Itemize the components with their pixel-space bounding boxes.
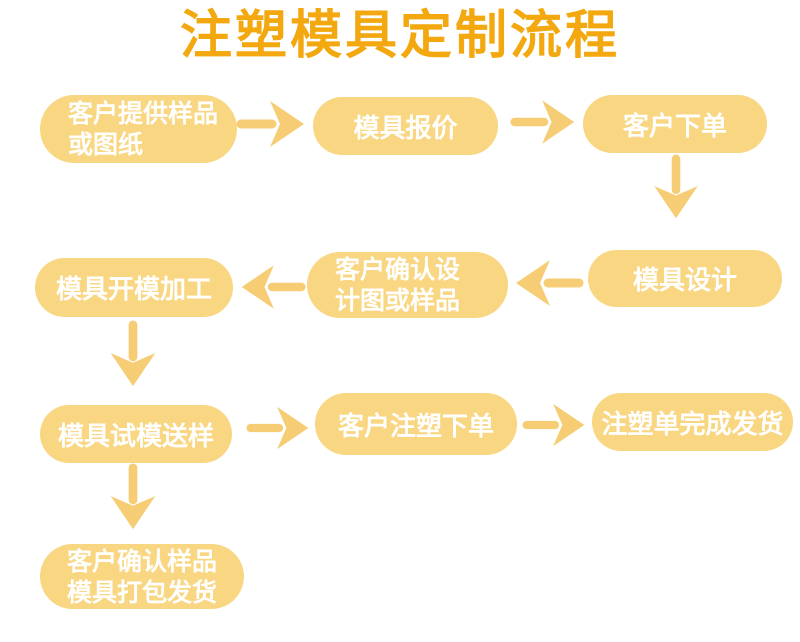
arrow-down-icon bbox=[105, 320, 161, 390]
arrow-right-icon bbox=[522, 397, 588, 453]
step-label-line: 客户注塑下单 bbox=[337, 411, 494, 442]
step-label-line: 或图纸 bbox=[68, 130, 144, 159]
step-label-line: 计图或样品 bbox=[335, 286, 461, 315]
arrow-down-icon bbox=[105, 463, 161, 533]
arrow-right-icon bbox=[510, 94, 578, 150]
step-customer-injection-order: 客户注塑下单 bbox=[315, 393, 517, 455]
step-label-line: 客户确认设 bbox=[335, 255, 461, 284]
arrow-down-icon bbox=[648, 154, 704, 222]
step-customer-confirm-design: 客户确认设 计图或样品 bbox=[307, 252, 508, 318]
page-title: 注塑模具定制流程 bbox=[179, 6, 620, 66]
step-label-line: 模具打包发货 bbox=[67, 577, 218, 607]
step-label-line: 客户提供样品 bbox=[68, 99, 219, 128]
step-label-line: 模具试模送样 bbox=[57, 421, 214, 452]
arrow-right-icon bbox=[236, 96, 308, 152]
arrow-right-icon bbox=[246, 400, 312, 456]
step-label-line: 客户确认样品 bbox=[67, 546, 218, 576]
step-mold-trial-sample: 模具试模送样 bbox=[40, 405, 232, 463]
arrow-left-icon bbox=[238, 259, 306, 315]
step-label-line: 模具报价 bbox=[353, 113, 458, 144]
step-customer-sample-or-drawing: 客户提供样品 或图纸 bbox=[40, 95, 237, 163]
step-mold-machining: 模具开模加工 bbox=[35, 258, 233, 317]
step-injection-complete-ship: 注塑单完成发货 bbox=[592, 393, 793, 451]
step-label-line: 模具设计 bbox=[632, 266, 737, 296]
step-mold-quotation: 模具报价 bbox=[313, 97, 498, 155]
step-customer-order: 客户下单 bbox=[583, 95, 767, 153]
step-label-line: 客户下单 bbox=[622, 111, 727, 142]
step-confirm-sample-pack-ship: 客户确认样品 模具打包发货 bbox=[40, 544, 244, 609]
arrow-left-icon bbox=[512, 255, 584, 311]
step-label-line: 模具开模加工 bbox=[55, 275, 212, 305]
step-label-line: 注塑单完成发货 bbox=[601, 409, 784, 440]
step-mold-design: 模具设计 bbox=[588, 250, 782, 307]
